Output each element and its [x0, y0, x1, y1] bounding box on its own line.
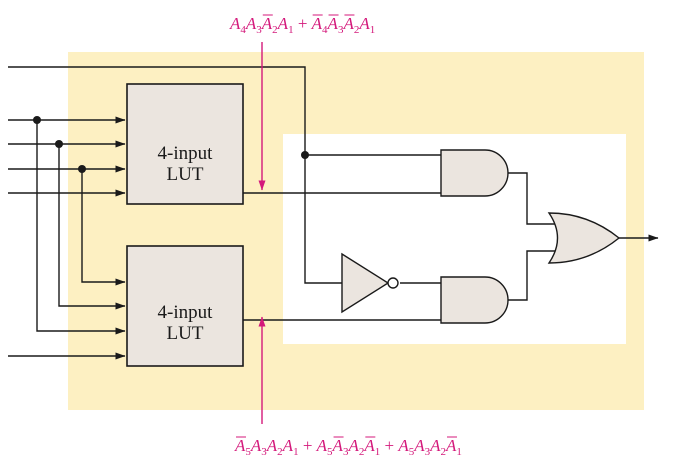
top_expression-term2-var-1: A [327, 14, 339, 33]
lut-bottom-line2: LUT [167, 323, 204, 344]
top_expression-term1-sub-3: 1 [288, 24, 294, 36]
bottom_expression-term2-var-1: A [332, 436, 344, 455]
junction-dot-2 [55, 140, 63, 148]
inverter-gate [341, 252, 399, 314]
bottom_expression-term2-var-3: A [363, 436, 375, 455]
bottom_expression-term1-sub-3: 1 [293, 446, 299, 458]
bottom_expression-term2-sub-0: 5 [327, 446, 333, 458]
bottom_expression-term3-var-0: A [397, 436, 409, 455]
junction-dot-4 [301, 151, 309, 159]
top_expression-plus-sign: + [294, 14, 312, 33]
and1-to-or [508, 172, 555, 225]
bottom_expression-term2-sub-3: 1 [375, 446, 381, 458]
bottom_expression-term3-var-1: A [413, 436, 425, 455]
junction-dot-1 [33, 116, 41, 124]
bottom_expression-term2-var-2: A [347, 436, 359, 455]
top_expression-term1-sub-0: 4 [240, 24, 246, 36]
branch-wire-2 [58, 144, 126, 310]
and-gate-top [440, 149, 509, 197]
bypass-to-inverter [304, 155, 342, 284]
lut-block-bottom: 4-input LUT [126, 245, 244, 367]
branch-wire-3 [81, 169, 126, 286]
bottom_expression-term3-sub-2: 2 [440, 446, 446, 458]
top_expression-term1-sub-2: 2 [272, 24, 278, 36]
bottom_expression-term2-var-0: A [316, 436, 328, 455]
bottom_expression-term3-sub-0: 5 [409, 446, 415, 458]
top_expression-term2-var-3: A [358, 14, 370, 33]
top-lut-expression: A4​A3​A2​A1​ + A4​A3​A2​A1​ [229, 14, 375, 36]
bottom_expression-term2-sub-1: 3 [343, 446, 349, 458]
bottom-lut-expression: A5​A3​A2​A1​ + A5​A3​A2​A1​ + A5​A3​A2​A… [234, 436, 462, 458]
top_expression-term1-var-0: A [229, 14, 241, 33]
bypass-input-wire [8, 66, 306, 155]
and2-to-or [508, 250, 555, 301]
bottom_expression-term1-var-0: A [234, 436, 246, 455]
top_expression-term2-sub-3: 1 [370, 24, 376, 36]
bottom_expression-plus-sign: + [299, 436, 317, 455]
bottom_expression-term1-var-2: A [266, 436, 278, 455]
input-wiring [8, 66, 306, 360]
top_expression-term1-var-1: A [245, 14, 257, 33]
and-gate-bottom [440, 276, 509, 324]
bottom_expression-term3-var-3: A [445, 436, 457, 455]
top_expression-term2-sub-0: 4 [322, 24, 328, 36]
lut-bottom-line1: 4-input [158, 302, 214, 323]
bottom_expression-term1-var-1: A [250, 436, 262, 455]
bottom_expression-term1-sub-1: 3 [261, 446, 267, 458]
top_expression-term2-sub-2: 2 [354, 24, 360, 36]
junction-dot-3 [78, 165, 86, 173]
logic-wiring [243, 151, 659, 321]
top_expression-term1-var-2: A [261, 14, 273, 33]
lut-top-line2: LUT [167, 164, 204, 185]
bottom_expression-term3-sub-1: 3 [425, 446, 431, 458]
bottom_expression-term1-var-3: A [282, 436, 294, 455]
bottom_expression-plus-sign: + [380, 436, 398, 455]
top_expression-term2-sub-1: 3 [338, 24, 344, 36]
bottom_expression-term1-sub-0: 5 [245, 446, 251, 458]
branch-wire-1 [36, 120, 126, 335]
bottom_expression-term2-sub-2: 2 [359, 446, 365, 458]
top_expression-term2-var-0: A [311, 14, 323, 33]
or-gate [547, 212, 621, 264]
lut-block-top: 4-input LUT [126, 83, 244, 205]
top_expression-term1-sub-1: 3 [256, 24, 262, 36]
bottom_expression-term1-sub-2: 2 [277, 446, 283, 458]
top_expression-term2-var-2: A [342, 14, 354, 33]
top_expression-term1-var-3: A [277, 14, 289, 33]
lut-top-line1: 4-input [158, 143, 214, 164]
bottom_expression-term3-sub-3: 1 [456, 446, 462, 458]
bottom_expression-term3-var-2: A [429, 436, 441, 455]
